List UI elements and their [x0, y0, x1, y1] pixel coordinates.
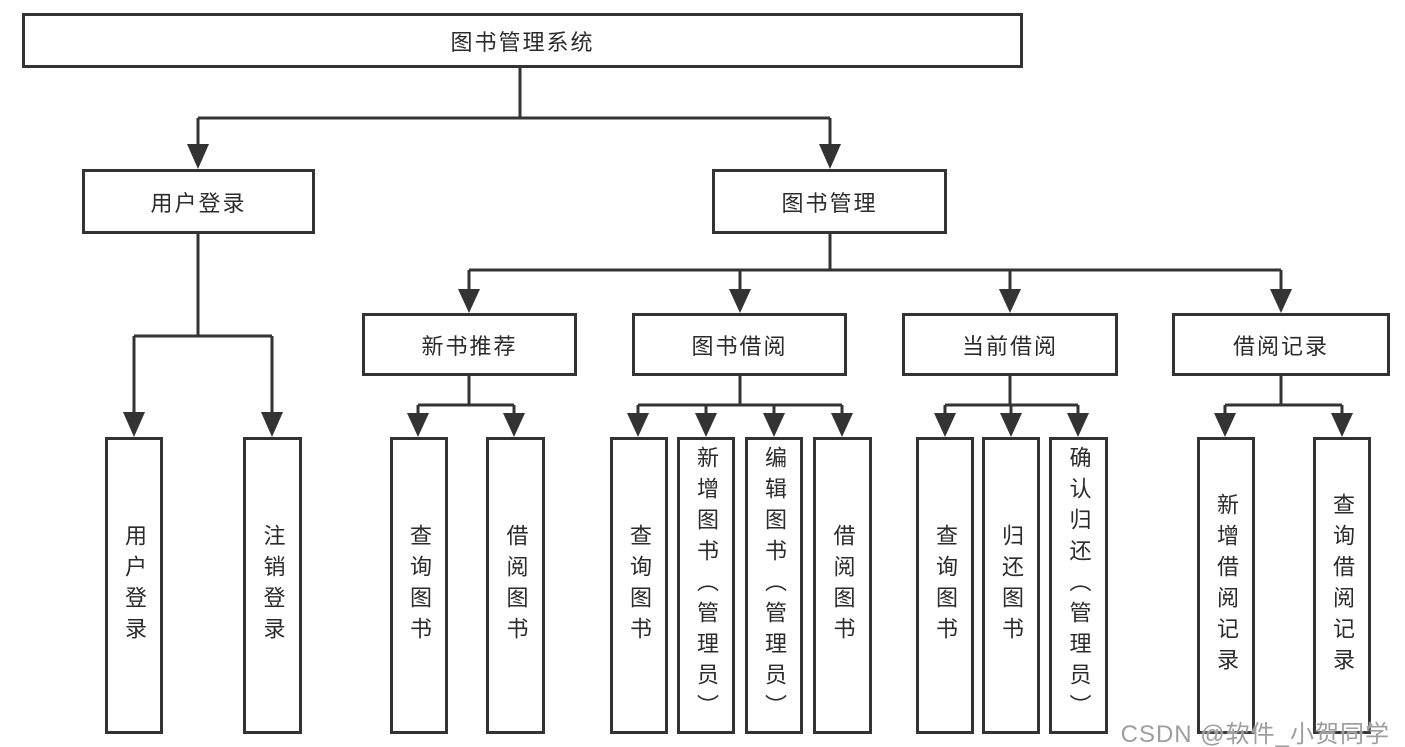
- connector-current-borrow-to-leaves: [934, 376, 1089, 437]
- leaf-label: 查询借阅记录: [1330, 492, 1355, 679]
- arrowhead-down-icon: [627, 413, 649, 437]
- arrowhead-down-icon: [1067, 413, 1089, 437]
- node-root-label: 图书管理系统: [450, 29, 595, 55]
- node-leaf-record-add-record: 新增借阅记录: [1197, 437, 1255, 734]
- arrowhead-down-icon: [1214, 413, 1236, 437]
- node-leaf-user-login: 用户登录: [105, 437, 163, 734]
- node-leaf-record-query-record: 查询借阅记录: [1313, 437, 1371, 734]
- leaf-label: 注销登录: [260, 523, 286, 648]
- node-book-mgmt-label: 图书管理: [781, 190, 878, 216]
- leaf-label: 用户登录: [122, 523, 147, 648]
- node-current-borrow-label: 当前借阅: [961, 333, 1058, 359]
- connector-user-login-to-leaves: [123, 234, 283, 437]
- node-current-borrow: 当前借阅: [902, 313, 1118, 376]
- arrowhead-down-icon: [934, 413, 956, 437]
- connector-book-borrow-to-leaves: [627, 376, 853, 437]
- node-book-borrow: 图书借阅: [632, 313, 847, 376]
- node-leaf-borrow-query-books: 查询图书: [610, 437, 668, 734]
- node-book-borrow-label: 图书借阅: [691, 333, 788, 359]
- leaf-label: 查询图书: [407, 523, 432, 648]
- leaf-label: 新增借阅记录: [1214, 492, 1239, 679]
- node-leaf-borrow-edit-books-admin: 编辑图书（管理员）: [745, 437, 803, 734]
- node-leaf-current-return-books: 归还图书: [982, 437, 1040, 734]
- node-leaf-current-query-books: 查询图书: [916, 437, 974, 734]
- csdn-watermark: CSDN @软件_小贺同学: [1120, 721, 1390, 747]
- leaf-label: 查询图书: [627, 523, 652, 648]
- connector-new-book-to-leaves: [407, 376, 525, 437]
- arrowhead-down-icon: [407, 413, 429, 437]
- arrowhead-down-icon: [695, 413, 717, 437]
- arrowhead-down-icon: [1000, 413, 1022, 437]
- arrowhead-down-icon: [763, 413, 785, 437]
- node-new-book-label: 新书推荐: [421, 333, 518, 359]
- arrowhead-down-icon: [1270, 289, 1292, 313]
- arrowhead-down-icon: [729, 289, 751, 313]
- leaf-label: 新增图书（管理员）: [694, 446, 719, 725]
- connector-root-to-level2: [187, 68, 841, 169]
- leaf-label: 归还图书: [999, 523, 1024, 648]
- arrowhead-down-icon: [831, 413, 853, 437]
- node-leaf-logout-login: 注销登录: [243, 437, 302, 734]
- arrowhead-down-icon: [503, 413, 525, 437]
- node-leaf-borrow-borrow-books: 借阅图书: [813, 437, 872, 734]
- arrowhead-down-icon: [999, 289, 1021, 313]
- node-leaf-borrow-add-books-admin: 新增图书（管理员）: [677, 437, 735, 734]
- arrowhead-down-icon: [458, 289, 480, 313]
- leaf-label: 借阅图书: [503, 523, 529, 648]
- arrowhead-down-icon: [1331, 413, 1353, 437]
- leaf-label: 编辑图书（管理员）: [762, 446, 787, 725]
- node-borrow-record-label: 借阅记录: [1232, 333, 1329, 359]
- leaf-label: 借阅图书: [830, 523, 856, 648]
- arrowhead-down-icon: [819, 144, 841, 169]
- node-leaf-newbook-query-books: 查询图书: [390, 437, 448, 734]
- arrowhead-down-icon: [123, 412, 145, 437]
- node-user-login: 用户登录: [82, 169, 315, 234]
- connector-borrow-record-to-leaves: [1214, 376, 1353, 437]
- node-new-book: 新书推荐: [362, 313, 577, 376]
- arrowhead-down-icon: [261, 412, 283, 437]
- connector-book-mgmt-to-level3: [458, 234, 1292, 313]
- node-borrow-record: 借阅记录: [1172, 313, 1390, 376]
- node-book-mgmt: 图书管理: [712, 169, 947, 234]
- arrowhead-down-icon: [187, 144, 209, 169]
- node-leaf-newbook-borrow-books: 借阅图书: [486, 437, 545, 734]
- leaf-label: 确认归还（管理员）: [1066, 446, 1092, 725]
- node-leaf-current-confirm-return-admin: 确认归还（管理员）: [1049, 437, 1108, 734]
- node-root: 图书管理系统: [22, 13, 1023, 68]
- leaf-label: 查询图书: [933, 523, 958, 648]
- node-user-login-label: 用户登录: [150, 190, 247, 216]
